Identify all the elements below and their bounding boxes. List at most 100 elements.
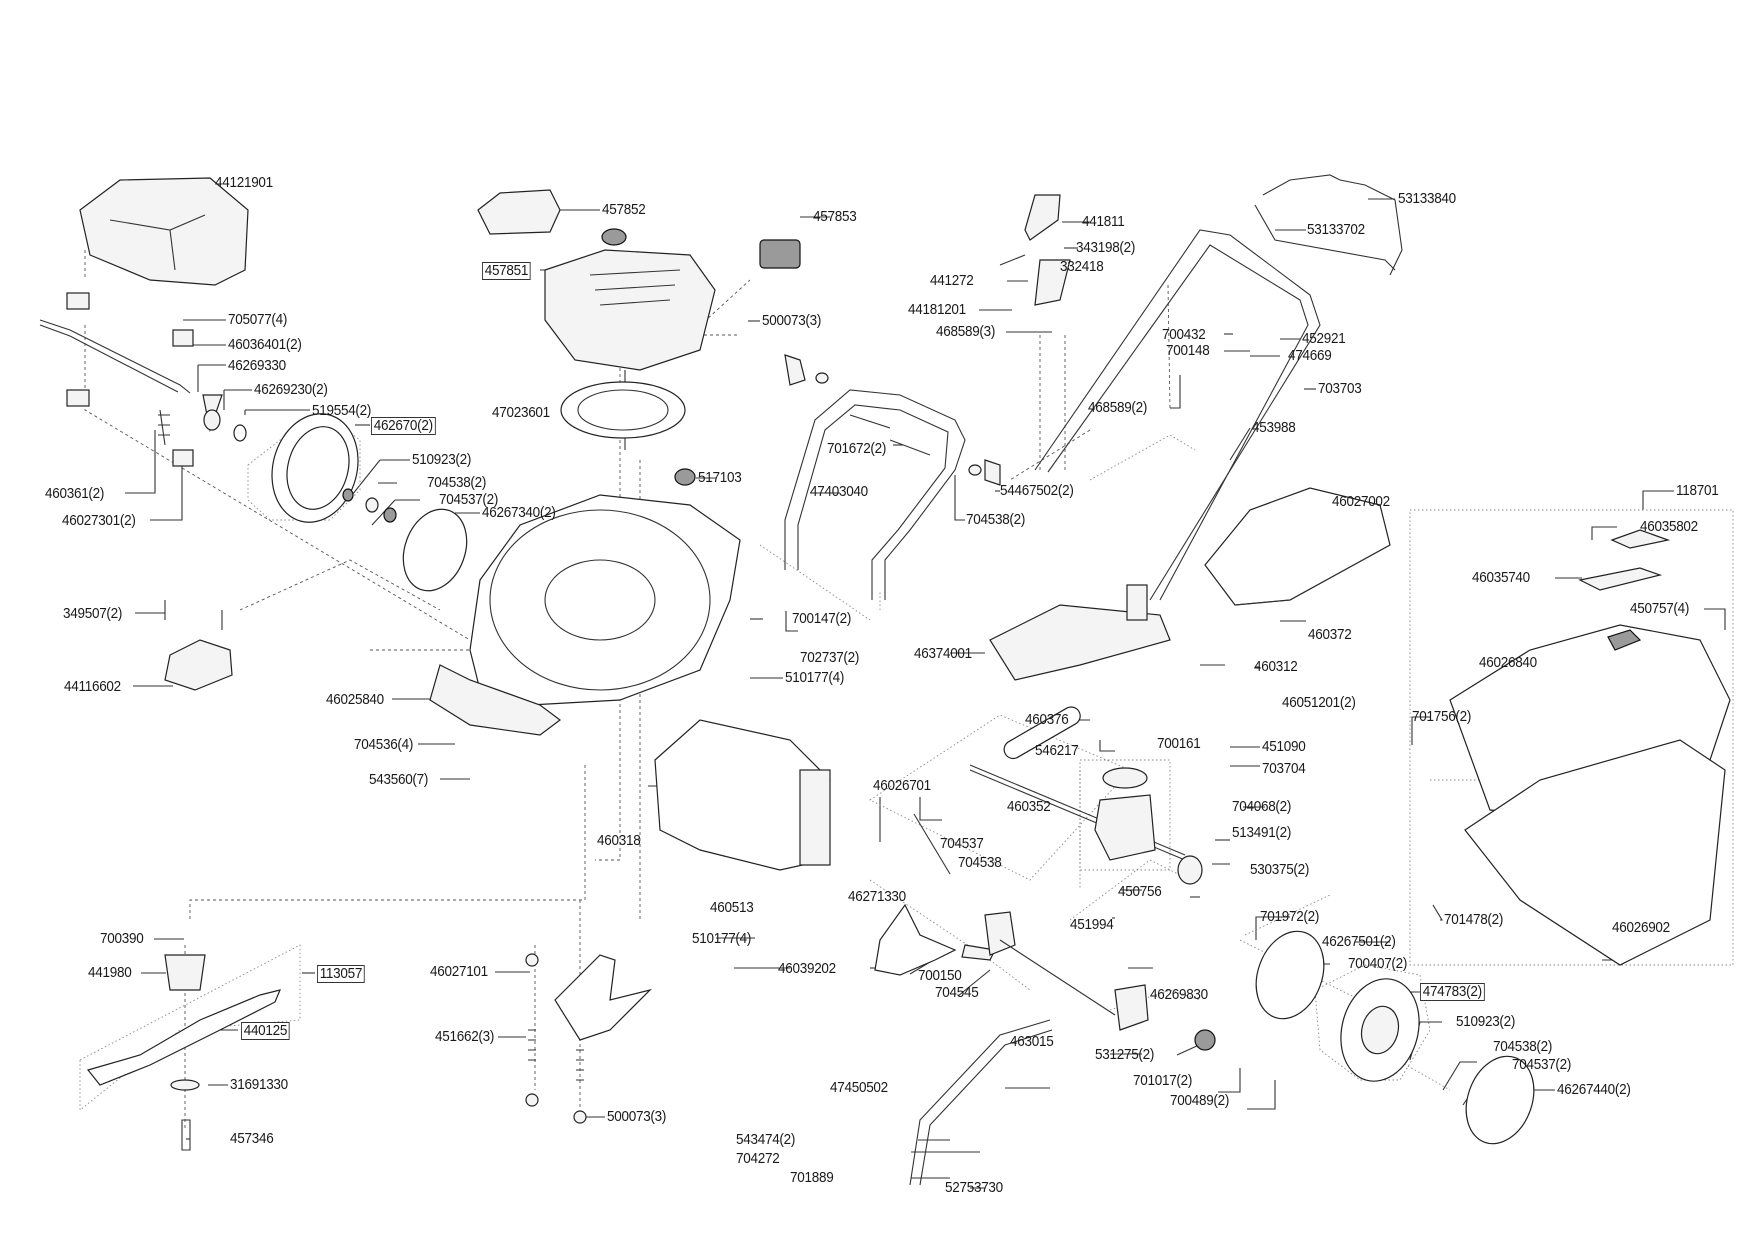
part-label-460312[interactable]: 460312	[1254, 658, 1298, 675]
part-label-700489[interactable]: 700489(2)	[1170, 1092, 1230, 1109]
part-label-343198[interactable]: 343198(2)	[1076, 239, 1136, 256]
part-label-517103[interactable]: 517103	[698, 469, 742, 486]
part-label-704272[interactable]: 704272	[736, 1150, 780, 1167]
part-label-113057[interactable]: 113057	[317, 965, 365, 983]
part-label-450757[interactable]: 450757(4)	[1630, 600, 1690, 617]
part-label-460361[interactable]: 460361(2)	[45, 485, 105, 502]
part-label-52753730[interactable]: 52753730	[945, 1179, 1003, 1196]
part-label-704537-left[interactable]: 704537(2)	[439, 491, 499, 508]
part-label-46267440[interactable]: 46267440(2)	[1557, 1081, 1631, 1098]
part-label-700432[interactable]: 700432	[1162, 326, 1206, 343]
part-label-44121901[interactable]: 44121901	[215, 174, 273, 191]
part-label-46039202[interactable]: 46039202	[778, 960, 836, 977]
part-label-704538-lever[interactable]: 704538	[958, 854, 1002, 871]
part-label-457853[interactable]: 457853	[813, 208, 857, 225]
part-label-349507[interactable]: 349507(2)	[63, 605, 123, 622]
part-label-46035802[interactable]: 46035802	[1640, 518, 1698, 535]
part-label-704537-lever[interactable]: 704537	[940, 835, 984, 852]
part-label-46027101[interactable]: 46027101	[430, 963, 488, 980]
part-label-468589-2[interactable]: 468589(2)	[1088, 399, 1148, 416]
part-label-332418[interactable]: 332418	[1060, 258, 1104, 275]
part-label-46026902[interactable]: 46026902	[1612, 919, 1670, 936]
part-label-53133840[interactable]: 53133840	[1398, 190, 1456, 207]
part-label-460318[interactable]: 460318	[597, 832, 641, 849]
part-label-441272[interactable]: 441272	[930, 272, 974, 289]
part-label-54467502[interactable]: 54467502(2)	[1000, 482, 1074, 499]
part-label-531275[interactable]: 531275(2)	[1095, 1046, 1155, 1063]
part-label-704538-right[interactable]: 704538(2)	[1493, 1038, 1553, 1055]
part-label-702737[interactable]: 702737(2)	[800, 649, 860, 666]
part-label-46035740[interactable]: 46035740	[1472, 569, 1530, 586]
part-label-453988[interactable]: 453988	[1252, 419, 1296, 436]
part-label-460513[interactable]: 460513	[710, 899, 754, 916]
part-label-46269830[interactable]: 46269830	[1150, 986, 1208, 1003]
part-label-46026840[interactable]: 46026840	[1479, 654, 1537, 671]
part-label-118701[interactable]: 118701	[1676, 482, 1719, 499]
part-label-546217[interactable]: 546217	[1035, 742, 1079, 759]
part-label-53133702[interactable]: 53133702	[1307, 221, 1365, 238]
part-label-46267501[interactable]: 46267501(2)	[1322, 933, 1396, 950]
part-label-703704[interactable]: 703704	[1262, 760, 1306, 777]
part-label-701972[interactable]: 701972(2)	[1260, 908, 1320, 925]
part-label-460376[interactable]: 460376	[1025, 711, 1069, 728]
part-label-457851[interactable]: 457851	[482, 262, 531, 280]
part-label-441980[interactable]: 441980	[88, 964, 132, 981]
part-label-701756[interactable]: 701756(2)	[1412, 708, 1472, 725]
part-label-44181201[interactable]: 44181201	[908, 301, 966, 318]
part-label-46269330[interactable]: 46269330	[228, 357, 286, 374]
part-label-46271330[interactable]: 46271330	[848, 888, 906, 905]
part-label-46027002[interactable]: 46027002	[1332, 493, 1390, 510]
part-label-474783[interactable]: 474783(2)	[1420, 983, 1485, 1001]
part-label-705077[interactable]: 705077(4)	[228, 311, 288, 328]
part-label-701017[interactable]: 701017(2)	[1133, 1072, 1193, 1089]
part-label-700161[interactable]: 700161	[1157, 735, 1201, 752]
part-label-510177-deck[interactable]: 510177(4)	[785, 669, 845, 686]
part-label-47403040[interactable]: 47403040	[810, 483, 868, 500]
part-label-463015[interactable]: 463015	[1010, 1033, 1054, 1050]
part-label-703703[interactable]: 703703	[1318, 380, 1362, 397]
part-label-700150[interactable]: 700150	[918, 967, 962, 984]
part-label-700148[interactable]: 700148	[1166, 342, 1210, 359]
part-label-513491[interactable]: 513491(2)	[1232, 824, 1292, 841]
part-label-704538-left[interactable]: 704538(2)	[427, 474, 487, 491]
part-label-462670[interactable]: 462670(2)	[371, 417, 436, 435]
part-label-46025840[interactable]: 46025840	[326, 691, 384, 708]
part-label-451994[interactable]: 451994	[1070, 916, 1114, 933]
part-label-519554[interactable]: 519554(2)	[312, 402, 372, 419]
part-label-460352[interactable]: 460352	[1007, 798, 1051, 815]
part-label-457852[interactable]: 457852	[602, 201, 646, 218]
part-label-500073-bottom[interactable]: 500073(3)	[607, 1108, 667, 1125]
part-label-457346[interactable]: 457346	[230, 1130, 274, 1147]
part-label-543474[interactable]: 543474(2)	[736, 1131, 796, 1148]
part-label-701889[interactable]: 701889	[790, 1169, 834, 1186]
part-label-46374001[interactable]: 46374001	[914, 645, 972, 662]
part-label-46269230[interactable]: 46269230(2)	[254, 381, 328, 398]
part-label-701478[interactable]: 701478(2)	[1444, 911, 1504, 928]
part-label-704545[interactable]: 704545	[935, 984, 979, 1001]
part-label-460372[interactable]: 460372	[1308, 626, 1352, 643]
part-label-701672[interactable]: 701672(2)	[827, 440, 887, 457]
part-label-441811[interactable]: 441811	[1082, 213, 1125, 230]
part-label-700407[interactable]: 700407(2)	[1348, 955, 1408, 972]
part-label-46026701[interactable]: 46026701	[873, 777, 931, 794]
part-label-47023601[interactable]: 47023601	[492, 404, 550, 421]
part-label-450756[interactable]: 450756	[1118, 883, 1162, 900]
part-label-510177-chute[interactable]: 510177(4)	[692, 930, 752, 947]
part-label-46036401[interactable]: 46036401(2)	[228, 336, 302, 353]
part-label-704536[interactable]: 704536(4)	[354, 736, 414, 753]
part-label-700147[interactable]: 700147(2)	[792, 610, 852, 627]
part-label-500073-top[interactable]: 500073(3)	[762, 312, 822, 329]
part-label-704068[interactable]: 704068(2)	[1232, 798, 1292, 815]
part-label-46051201[interactable]: 46051201(2)	[1282, 694, 1356, 711]
part-label-510923-right[interactable]: 510923(2)	[1456, 1013, 1516, 1030]
part-label-451090[interactable]: 451090	[1262, 738, 1306, 755]
part-label-510923-left[interactable]: 510923(2)	[412, 451, 472, 468]
part-label-468589-3[interactable]: 468589(3)	[936, 323, 996, 340]
part-label-704537-right[interactable]: 704537(2)	[1512, 1056, 1572, 1073]
part-label-704538-handle[interactable]: 704538(2)	[966, 511, 1026, 528]
part-label-452921[interactable]: 452921	[1302, 330, 1346, 347]
part-label-31691330[interactable]: 31691330	[230, 1076, 288, 1093]
part-label-46267340[interactable]: 46267340(2)	[482, 504, 556, 521]
part-label-47450502[interactable]: 47450502	[830, 1079, 888, 1096]
part-label-44116602[interactable]: 44116602	[64, 678, 121, 695]
